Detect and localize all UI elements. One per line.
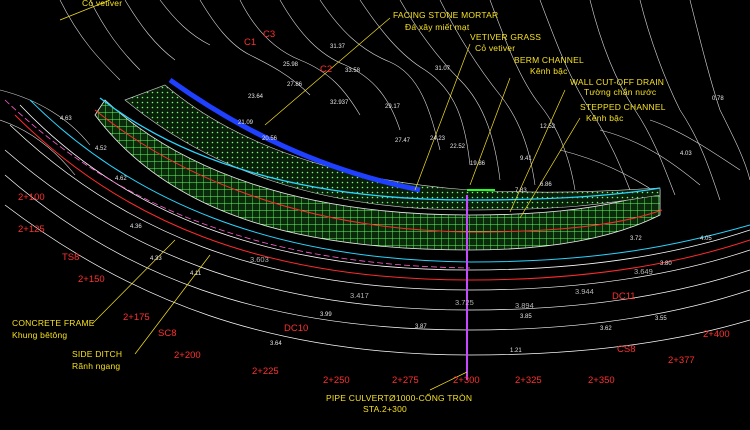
curve-point: DC10 (284, 323, 308, 334)
spot-elevation: 32.937 (330, 100, 349, 106)
spot-elevation: 27.47 (395, 138, 411, 144)
stepped-channel-label: STEPPED CHANNEL (580, 102, 666, 112)
spot-elevation: 3.64 (270, 341, 282, 347)
curve-point: CS8 (617, 344, 635, 355)
wall-cutoff-label: WALL CUT-OFF DRAIN (570, 77, 664, 87)
curve-number: 3.417 (350, 291, 369, 300)
spot-elevation: 25.98 (283, 62, 299, 68)
top-left-note: Cỏ vetiver (82, 0, 122, 8)
station-labels: 2+100 2+125 2+150 2+175 2+200 2+225 2+250 2+275… (18, 192, 730, 386)
spot-elevation: 3.72 (630, 236, 642, 242)
concrete-frame-slope (94, 99, 661, 251)
curve-point: DC11 (612, 291, 636, 302)
station-label: 2+377 (668, 355, 695, 366)
spot-elevation: 4.03 (680, 151, 692, 157)
curve-point: SC8 (158, 328, 176, 339)
station-label: 2+175 (123, 312, 150, 323)
spot-elevation: 3.99 (320, 312, 332, 318)
wall-cutoff-label-vi: Tường chắn nước (584, 87, 657, 97)
spot-elevation: 4.62 (115, 176, 127, 182)
spot-elevation: 12.52 (540, 124, 556, 130)
spot-elevation: 33.58 (345, 68, 361, 74)
spot-elevation: 3.55 (655, 316, 667, 322)
station-label: 2+150 (78, 274, 105, 285)
terrain-contours (0, 0, 750, 201)
spot-elevation: 3.62 (600, 326, 612, 332)
side-ditch-label: SIDE DITCH (72, 349, 122, 359)
station-label: 2+100 (18, 192, 45, 203)
facing-stone-channel (168, 77, 421, 193)
spot-elevation: 31.37 (330, 44, 346, 50)
curve-number: 3.894 (515, 301, 534, 310)
spot-elevation: 9.41 (520, 156, 532, 162)
spot-elevation: 4.05 (700, 236, 712, 242)
side-ditch-label-vi: Rãnh ngang (72, 361, 120, 371)
stepped-channel-label-vi: Kênh bậc (586, 113, 624, 123)
station-label: 2+125 (18, 224, 45, 235)
spot-elevation: 27.86 (287, 82, 303, 88)
spot-elevation: 19.86 (470, 161, 486, 167)
spot-elevation: 3.85 (520, 314, 532, 320)
curve-point: C2 (320, 64, 332, 75)
berm-channel-label-vi: Kênh bậc (530, 66, 568, 76)
spot-elevation: 24.23 (430, 136, 446, 142)
curve-point: C3 (263, 29, 275, 40)
vetiver-label-vi: Cỏ vetiver (475, 43, 515, 53)
spot-elevation: 3.80 (660, 261, 672, 267)
curve-point: C1 (244, 37, 256, 48)
spot-elevation: 3.87 (415, 324, 427, 330)
spot-elevation: 7.83 (515, 188, 527, 194)
spot-elevation: 4.36 (130, 224, 142, 230)
curve-number: 3.649 (634, 267, 653, 276)
spot-elevation: 6.86 (540, 182, 552, 188)
spot-elevation: 31.07 (435, 66, 451, 72)
station-label: 2+250 (323, 375, 350, 386)
curve-number: 3.603 (250, 255, 269, 264)
station-label: 2+300 (453, 375, 480, 386)
facing-stone-label: FACING STONE MORTAR (393, 10, 498, 20)
leader-lines (59, 0, 581, 391)
spot-elevation: 21.09 (238, 120, 254, 126)
curve-number: 3.725 (455, 298, 474, 307)
spot-elevation: 4.11 (190, 271, 202, 277)
wall-cutoff-line (94, 109, 663, 233)
berm-channel-label: BERM CHANNEL (514, 55, 584, 65)
spot-elevation: 20.56 (262, 136, 278, 142)
spot-elevation: 0.78 (712, 96, 724, 102)
station-label: 2+225 (252, 366, 279, 377)
spot-elevation: 4.52 (95, 146, 107, 152)
pipe-culvert-label: PIPE CULVERTØ1000-CỐNG TRÒN (326, 392, 472, 403)
vetiver-label: VETIVER GRASS (470, 32, 541, 42)
concrete-frame-label: CONCRETE FRAME (12, 318, 95, 328)
station-label: 2+350 (588, 375, 615, 386)
curve-numbers: 3.603 3.417 3.725 3.894 3.944 3.649 (250, 255, 653, 310)
facing-stone-label-vi: Đá xây miết mạt (405, 22, 470, 32)
road-alignment-lines (4, 99, 750, 356)
pipe-station-label: STA.2+300 (363, 404, 407, 414)
annotation-group: Cỏ vetiver FACING STONE MORTAR Đá xây mi… (12, 0, 666, 414)
spot-elevation: 4.63 (60, 116, 72, 122)
berm-channel-line (99, 97, 661, 201)
station-label: 2+400 (703, 329, 730, 340)
concrete-frame-label-vi: Khung bêtông (12, 330, 67, 340)
curve-number: 3.944 (575, 287, 594, 296)
spot-elevation: 1.21 (510, 348, 522, 354)
spot-elevation: 29.17 (385, 104, 401, 110)
spot-elevation: 4.33 (150, 256, 162, 262)
station-label: 2+325 (515, 375, 542, 386)
curve-point: TS8 (62, 252, 79, 263)
spot-elevations: 31.37 27.86 25.98 23.64 21.09 20.56 31.07 33.58… (60, 44, 724, 354)
spot-elevation: 22.52 (450, 144, 466, 150)
station-label: 2+275 (392, 375, 419, 386)
station-label: 2+200 (174, 350, 201, 361)
spot-elevation: 23.64 (248, 94, 264, 100)
